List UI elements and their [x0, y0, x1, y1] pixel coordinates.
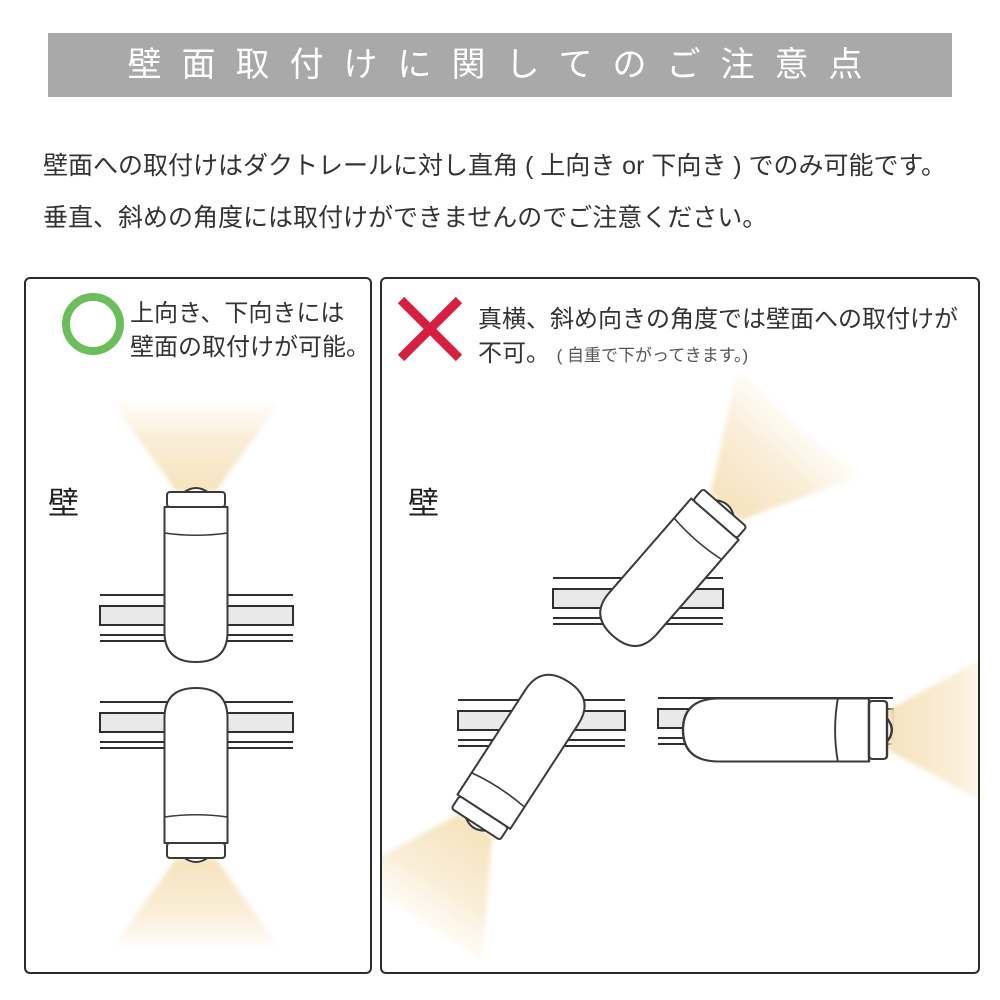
- ng-panel-caption: 真横、斜め向きの角度では壁面への取付けが 不可。 ( 自重で下がってきます。): [478, 303, 958, 373]
- ng-panel: 真横、斜め向きの角度では壁面への取付けが 不可。 ( 自重で下がってきます。) …: [380, 277, 980, 974]
- ng-caption-strong: 不可。: [478, 340, 550, 367]
- wall-label: 壁: [48, 486, 79, 521]
- intro-line-1: 壁面への取付けはダクトレールに対し直角 ( 上向き or 下向き ) でのみ可能…: [43, 152, 947, 180]
- ng-caption-note: ( 自重で下がってきます。): [556, 346, 749, 365]
- ok-panel: 上向き、下向きには 壁面の取付けが可能。 壁: [24, 277, 372, 974]
- page-title: 壁面取付けに関してのご注意点: [48, 33, 952, 97]
- intro-line-2: 垂直、斜めの角度には取付けができませんのでご注意ください。: [43, 204, 768, 232]
- ok-caption-line-2: 壁面の取付けが可能。: [130, 334, 370, 361]
- ng-caption-line-2: 不可。 ( 自重で下がってきます。): [478, 337, 958, 373]
- wall-label: 壁: [408, 486, 439, 521]
- intro-text: 壁面への取付けはダクトレールに対し直角 ( 上向き or 下向き ) でのみ可能…: [43, 140, 946, 244]
- ok-panel-caption: 上向き、下向きには 壁面の取付けが可能。: [130, 297, 370, 365]
- ng-cross-icon: [397, 296, 463, 362]
- ng-caption-line-1: 真横、斜め向きの角度では壁面への取付けが: [478, 306, 958, 333]
- ok-circle-icon: [62, 293, 124, 355]
- ok-caption-line-1: 上向き、下向きには: [130, 300, 345, 327]
